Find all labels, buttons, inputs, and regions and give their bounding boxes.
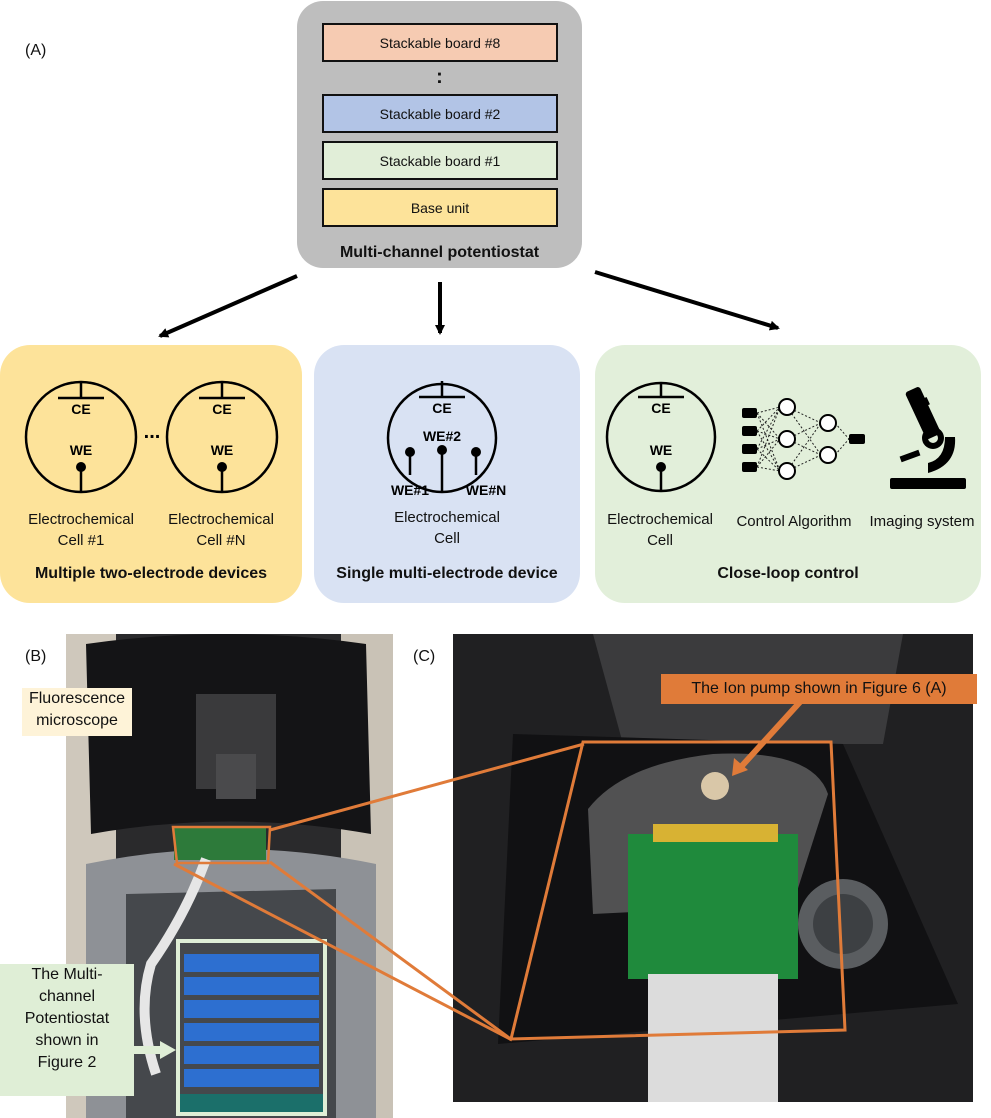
imaging-caption: Imaging system: [869, 513, 975, 530]
board-1-label: Stackable board #1: [379, 152, 501, 169]
closeloop-we: WE: [650, 442, 673, 458]
closeloop-cell-caption-line1: Electrochemical: [607, 511, 713, 528]
photo-closeup: [453, 634, 973, 1102]
callout-potentiostat-line3: Potentiostat: [24, 1010, 110, 1027]
cellN-we: WE: [211, 442, 234, 458]
cellN-caption-line2: Cell #N: [196, 532, 246, 549]
single-we1: WE#1: [391, 482, 429, 498]
closeloop-cell-caption-line2: Cell: [647, 532, 673, 549]
cell1-ce: CE: [71, 401, 90, 417]
closeloop-ce: CE: [651, 400, 670, 416]
group-single-title: Single multi-electrode device: [336, 565, 558, 582]
callout-microscope: Fluorescence microscope: [22, 688, 132, 736]
panel-label-b: (B): [25, 648, 47, 665]
callout-ionpump: The Ion pump shown in Figure 6 (A): [661, 674, 977, 704]
cell1-caption-line1: Electrochemical: [28, 511, 134, 528]
arrow-left: [158, 274, 298, 338]
panel-label-a: (A): [25, 42, 47, 59]
arrows: [158, 270, 780, 338]
single-caption-line2: Cell: [434, 530, 460, 547]
cellN-caption-line1: Electrochemical: [168, 511, 274, 528]
callout-potentiostat-line5: Figure 2: [37, 1054, 97, 1071]
single-caption-line1: Electrochemical: [394, 509, 500, 526]
cell1-caption-line2: Cell #1: [57, 532, 105, 549]
board-2-label: Stackable board #2: [379, 105, 501, 122]
potentiostat-pointer-arrow: [132, 1041, 176, 1059]
cellN-ce: CE: [212, 401, 231, 417]
callout-potentiostat-line2: channel: [38, 988, 96, 1005]
neural-network-nodes: [742, 398, 865, 480]
two-electrode-cells: CE WE ... CE WE: [24, 380, 279, 494]
group-closeloop-title: Close-loop control: [717, 565, 859, 582]
callout-microscope-line1: Fluorescence: [28, 690, 126, 707]
board-8: Stackable board #8: [322, 23, 558, 62]
callout-microscope-line2: microscope: [36, 712, 118, 729]
cells-ellipsis: ...: [144, 421, 161, 443]
panel-label-c: (C): [413, 648, 436, 665]
stack-title: Multi-channel potentiostat: [339, 244, 540, 261]
neural-network-icon: [756, 406, 850, 472]
board-2: Stackable board #2: [322, 94, 558, 133]
arrow-right: [594, 270, 780, 331]
callout-potentiostat-line4: shown in: [35, 1032, 99, 1049]
multi-electrode-cell: CE WE#2 WE#1 WE#N: [386, 381, 506, 498]
group-single: CE WE#2 WE#1 WE#N Electrochemical Cell S…: [314, 345, 580, 603]
microscope-icon: [890, 387, 966, 489]
single-caption: Electrochemical Cell: [314, 507, 580, 549]
board-8-label: Stackable board #8: [379, 34, 501, 51]
photo-closeup-drawing: [453, 634, 973, 1102]
algo-caption: Control Algorithm: [736, 513, 852, 530]
cell1-caption: Electrochemical Cell #1: [6, 509, 156, 551]
cell1-we: WE: [70, 442, 93, 458]
group-multiple: CE WE ... CE WE Electrochemical Cell #1 …: [0, 345, 302, 603]
group-closeloop: CE WE: [595, 345, 981, 603]
callout-potentiostat: The Multi- channel Potentiostat shown in…: [0, 964, 134, 1096]
potentiostat-stack: Stackable board #8 : Stackable board #2 …: [297, 1, 582, 268]
single-ce: CE: [432, 400, 451, 416]
stack-ellipsis: :: [436, 66, 443, 88]
group-multiple-title: Multiple two-electrode devices: [34, 565, 268, 582]
callout-potentiostat-line1: The Multi-: [31, 966, 103, 983]
cellN-caption: Electrochemical Cell #N: [146, 509, 296, 551]
base-unit: Base unit: [322, 188, 558, 227]
base-unit-label: Base unit: [410, 199, 470, 216]
closeloop-cell-caption: Electrochemical Cell: [595, 509, 725, 551]
closeloop-diagram: CE WE: [605, 381, 966, 493]
board-1: Stackable board #1: [322, 141, 558, 180]
single-wen: WE#N: [466, 482, 506, 498]
single-we2: WE#2: [423, 428, 461, 444]
